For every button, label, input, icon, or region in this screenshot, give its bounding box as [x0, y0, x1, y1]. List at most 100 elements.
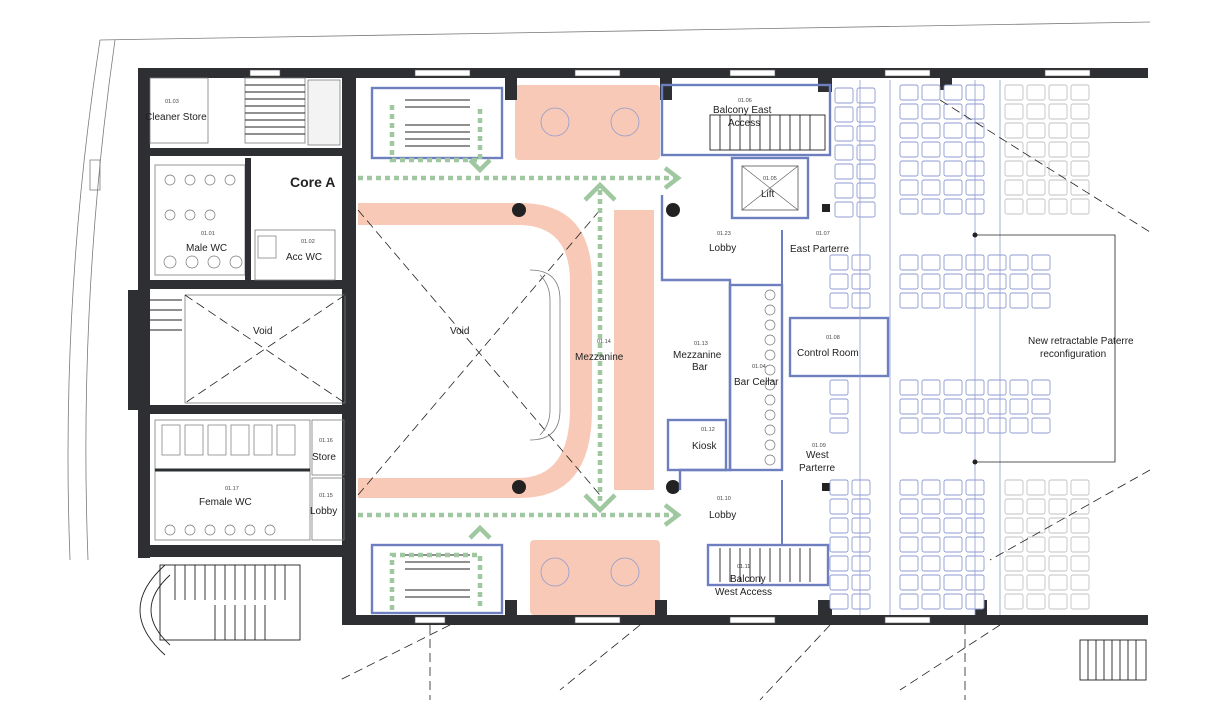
seat	[1009, 379, 1029, 396]
room-number: 01.02	[301, 239, 315, 245]
seat	[829, 574, 849, 591]
west-wing	[139, 77, 346, 656]
seat	[899, 574, 919, 591]
seat	[1026, 593, 1046, 610]
seat	[921, 479, 941, 496]
central-mezzanine	[357, 86, 682, 615]
seat	[1031, 292, 1051, 309]
seat	[1048, 517, 1068, 534]
parterre-seating	[829, 80, 1090, 615]
seat	[899, 536, 919, 553]
room-number: 01.16	[319, 438, 333, 444]
room-number: 01.13	[694, 341, 708, 347]
seat	[1026, 160, 1046, 177]
room-label: Kiosk	[692, 441, 717, 452]
room-number: 01.05	[763, 176, 777, 182]
room-number: 01.17	[225, 486, 239, 492]
seat	[1048, 160, 1068, 177]
seat	[943, 574, 963, 591]
seat	[1031, 254, 1051, 271]
seat	[1004, 122, 1024, 139]
room-label: Male WC	[186, 243, 227, 254]
seat	[943, 103, 963, 120]
room-number: 01.04	[752, 364, 766, 370]
seat	[1026, 179, 1046, 196]
seat	[1026, 536, 1046, 553]
seat	[943, 273, 963, 290]
north-vestibule-highlight	[515, 85, 660, 160]
annotation-text: reconfiguration	[1040, 349, 1106, 360]
seat	[1009, 254, 1029, 271]
seat	[899, 517, 919, 534]
site-dash-lines	[339, 99, 1151, 701]
seat	[943, 84, 963, 101]
seat	[1031, 273, 1051, 290]
seat	[851, 593, 871, 610]
site-context	[67, 21, 1151, 561]
seat	[1026, 198, 1046, 215]
room-number: 01.01	[201, 231, 215, 237]
room-label: West	[806, 450, 829, 461]
room-label: Mezzanine	[673, 350, 722, 361]
seat	[943, 517, 963, 534]
seat	[1026, 555, 1046, 572]
seat	[943, 160, 963, 177]
seat	[1048, 141, 1068, 158]
seat	[943, 292, 963, 309]
seat	[943, 593, 963, 610]
annotation-leaders	[972, 232, 1116, 465]
seat	[1004, 555, 1024, 572]
seat	[1070, 517, 1090, 534]
seat	[851, 254, 871, 271]
seat	[899, 555, 919, 572]
seat	[1004, 517, 1024, 534]
seat	[1070, 198, 1090, 215]
room-label: Void	[253, 326, 272, 337]
seat	[1048, 103, 1068, 120]
seat	[987, 273, 1007, 290]
room-number: 01.10	[717, 496, 731, 502]
seat	[829, 555, 849, 572]
seat	[1070, 141, 1090, 158]
seat	[899, 398, 919, 415]
room-label: Lobby	[709, 510, 736, 521]
seat	[1004, 479, 1024, 496]
seat	[1031, 417, 1051, 434]
seat	[1004, 84, 1024, 101]
room-number: 01.06	[738, 98, 752, 104]
seat	[834, 182, 854, 199]
seat	[856, 106, 876, 123]
seat	[943, 179, 963, 196]
seat	[834, 201, 854, 218]
seat	[921, 517, 941, 534]
seat	[829, 254, 849, 271]
seat	[829, 379, 849, 396]
seat	[899, 103, 919, 120]
east-exit-stair	[1079, 639, 1147, 681]
seat	[1070, 122, 1090, 139]
room-number: 01.23	[717, 231, 731, 237]
core-label: Core A	[290, 174, 335, 190]
seat	[834, 144, 854, 161]
seat	[943, 141, 963, 158]
seat	[1070, 479, 1090, 496]
seat	[1070, 555, 1090, 572]
seat	[856, 125, 876, 142]
seat	[943, 417, 963, 434]
seat	[1070, 179, 1090, 196]
seat	[987, 417, 1007, 434]
room-label: Store	[312, 452, 336, 463]
seat	[856, 201, 876, 218]
seat	[1004, 103, 1024, 120]
seat	[856, 144, 876, 161]
seat	[1048, 122, 1068, 139]
seat	[921, 593, 941, 610]
room-label: Cleaner Store	[145, 112, 207, 123]
seat	[921, 254, 941, 271]
seat	[851, 574, 871, 591]
seat	[856, 182, 876, 199]
room-label: Balcony	[730, 574, 766, 585]
seat	[921, 179, 941, 196]
seat	[1004, 574, 1024, 591]
